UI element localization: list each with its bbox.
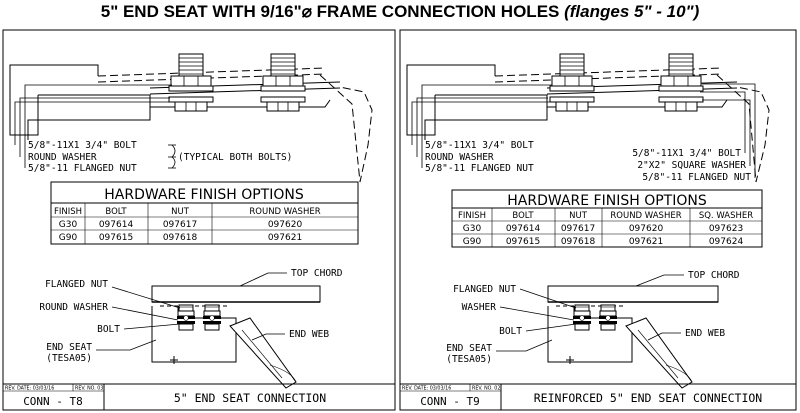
left-table-title: HARDWARE FINISH OPTIONS: [104, 187, 304, 203]
right-callout-washer-right: 2"X2" SQUARE WASHER: [637, 160, 746, 171]
right-detail-bolt-2: [598, 304, 618, 331]
right-callout-bolt-left: 5/8"-11X1 3/4" BOLT: [425, 140, 534, 151]
left-detail-washer: ROUND WASHER: [39, 302, 108, 313]
left-detail-end-web: END WEB: [289, 329, 329, 340]
left-callout-bolt: 5/8"-11X1 3/4" BOLT: [28, 140, 137, 151]
right-detail-flanged-nut: FLANGED NUT: [453, 284, 516, 295]
left-th-round-washer: ROUND WASHER: [249, 207, 320, 217]
right-detail-bolt: BOLT: [499, 326, 522, 337]
left-callout-washer: ROUND WASHER: [28, 152, 97, 163]
left-detail-leaders: [96, 272, 287, 351]
right-footer-code: CONN - T9: [420, 395, 480, 408]
right-cell-nut: 097618: [561, 237, 596, 247]
left-table-row-2: G90 097615 097618 097621: [59, 233, 302, 243]
right-hardware-table: [451, 189, 763, 248]
left-cell-bolt: 097614: [99, 220, 134, 230]
right-panel-frame: [399, 29, 797, 411]
left-detail-flanged-nut: FLANGED NUT: [45, 279, 108, 290]
right-cell-bolt: 097615: [506, 237, 540, 247]
right-th-bolt: BOLT: [512, 211, 534, 221]
right-table-title: HARDWARE FINISH OPTIONS: [507, 193, 707, 209]
right-detail-end-web: END WEB: [685, 328, 725, 339]
right-bolt-1: [549, 53, 595, 112]
right-footer-block: [400, 383, 796, 410]
right-cell-washer: 097621: [629, 237, 663, 247]
left-callout-lines: [14, 84, 176, 169]
left-detail-bolt: BOLT: [97, 324, 120, 335]
left-cell-nut: 097618: [163, 233, 198, 243]
right-cell-sq-washer: 097623: [709, 224, 743, 234]
left-cell-washer: 097620: [268, 220, 303, 230]
right-callout-lines: [411, 83, 756, 178]
right-footer-rev-date: REV. DATE: 03/03/16: [402, 386, 451, 392]
left-cell-nut: 097617: [163, 220, 197, 230]
right-callout-washer-left: ROUND WASHER: [425, 152, 494, 163]
right-callout-nut-left: 5/8"-11 FLANGED NUT: [425, 163, 534, 174]
page-title-italic: (flanges 5" - 10"): [564, 2, 700, 21]
right-cell-bolt: 097614: [506, 224, 541, 234]
left-hardware-table: [50, 181, 359, 245]
left-table-header-row: FINISH BOLT NUT ROUND WASHER: [54, 207, 321, 217]
right-detail-leaders: [496, 274, 684, 352]
left-top-assembly: [9, 64, 373, 183]
right-cell-sq-washer: 097624: [709, 237, 744, 247]
left-callout-note: (TYPICAL BOTH BOLTS): [178, 152, 292, 163]
right-detail-top-chord: TOP CHORD: [688, 270, 740, 281]
right-footer-rev-no: REV. NO. 02: [472, 386, 500, 392]
right-th-finish: FINISH: [458, 211, 486, 221]
right-cell-nut: 097617: [561, 224, 595, 234]
right-detail-end-seat: END SEAT: [446, 343, 492, 354]
left-detail-bolt-2: [202, 304, 222, 331]
left-cell-finish: G90: [59, 233, 78, 243]
left-footer-name: 5" END SEAT CONNECTION: [174, 391, 326, 405]
left-cell-washer: 097621: [268, 233, 302, 243]
left-cell-bolt: 097615: [99, 233, 133, 243]
right-detail-washer: WASHER: [462, 302, 497, 313]
right-detail-end-seat-code: (TESA05): [446, 354, 492, 365]
left-panel-frame: [2, 29, 396, 411]
left-th-bolt: BOLT: [105, 207, 127, 217]
right-table-row-1: G30 097614 097617 097620 097623: [463, 224, 743, 234]
right-top-assembly: [406, 64, 770, 183]
left-bolt-1: [168, 53, 214, 112]
page-title: 5" END SEAT WITH 9/16"⌀ FRAME CONNECTION…: [0, 2, 800, 22]
right-callout-nut-right: 5/8"-11 FLANGED NUT: [642, 172, 751, 183]
page-title-main: 5" END SEAT WITH 9/16"⌀ FRAME CONNECTION…: [100, 2, 560, 21]
left-footer-block: [3, 383, 395, 410]
right-bolt-2: [658, 53, 704, 112]
right-footer-name: REINFORCED 5" END SEAT CONNECTION: [534, 391, 763, 405]
left-callout-nut: 5/8"-11 FLANGED NUT: [28, 163, 137, 174]
left-bolt-2: [260, 53, 306, 112]
right-callout-bolt-right: 5/8"-11X1 3/4" BOLT: [632, 148, 741, 159]
left-cell-finish: G30: [59, 220, 78, 230]
right-th-nut: NUT: [569, 211, 588, 221]
right-table-row-2: G90 097615 097618 097621 097624: [463, 237, 744, 247]
left-table-row-1: G30 097614 097617 097620: [59, 220, 303, 230]
left-th-nut: NUT: [171, 207, 190, 217]
left-footer-rev-date: REV. DATE: 03/03/16: [5, 386, 54, 392]
right-th-round-washer: ROUND WASHER: [610, 211, 681, 221]
left-detail-end-seat: END SEAT: [46, 342, 92, 353]
left-detail-assembly: [151, 285, 321, 389]
left-detail-bolt-1: [176, 304, 196, 331]
left-footer-rev-no: REV. NO. 03: [75, 386, 103, 392]
left-footer-code: CONN - T8: [23, 395, 83, 408]
right-cell-finish: G30: [463, 224, 482, 234]
left-detail-end-seat-code: (TESA05): [46, 353, 92, 364]
left-detail-top-chord: TOP CHORD: [291, 268, 343, 279]
right-cell-washer: 097620: [629, 224, 664, 234]
right-cell-finish: G90: [463, 237, 482, 247]
left-th-finish: FINISH: [54, 207, 82, 217]
right-detail-bolt-1: [572, 304, 592, 331]
right-th-sq-washer: SQ. WASHER: [699, 211, 753, 221]
right-table-header-row: FINISH BOLT NUT ROUND WASHER SQ. WASHER: [458, 211, 753, 221]
